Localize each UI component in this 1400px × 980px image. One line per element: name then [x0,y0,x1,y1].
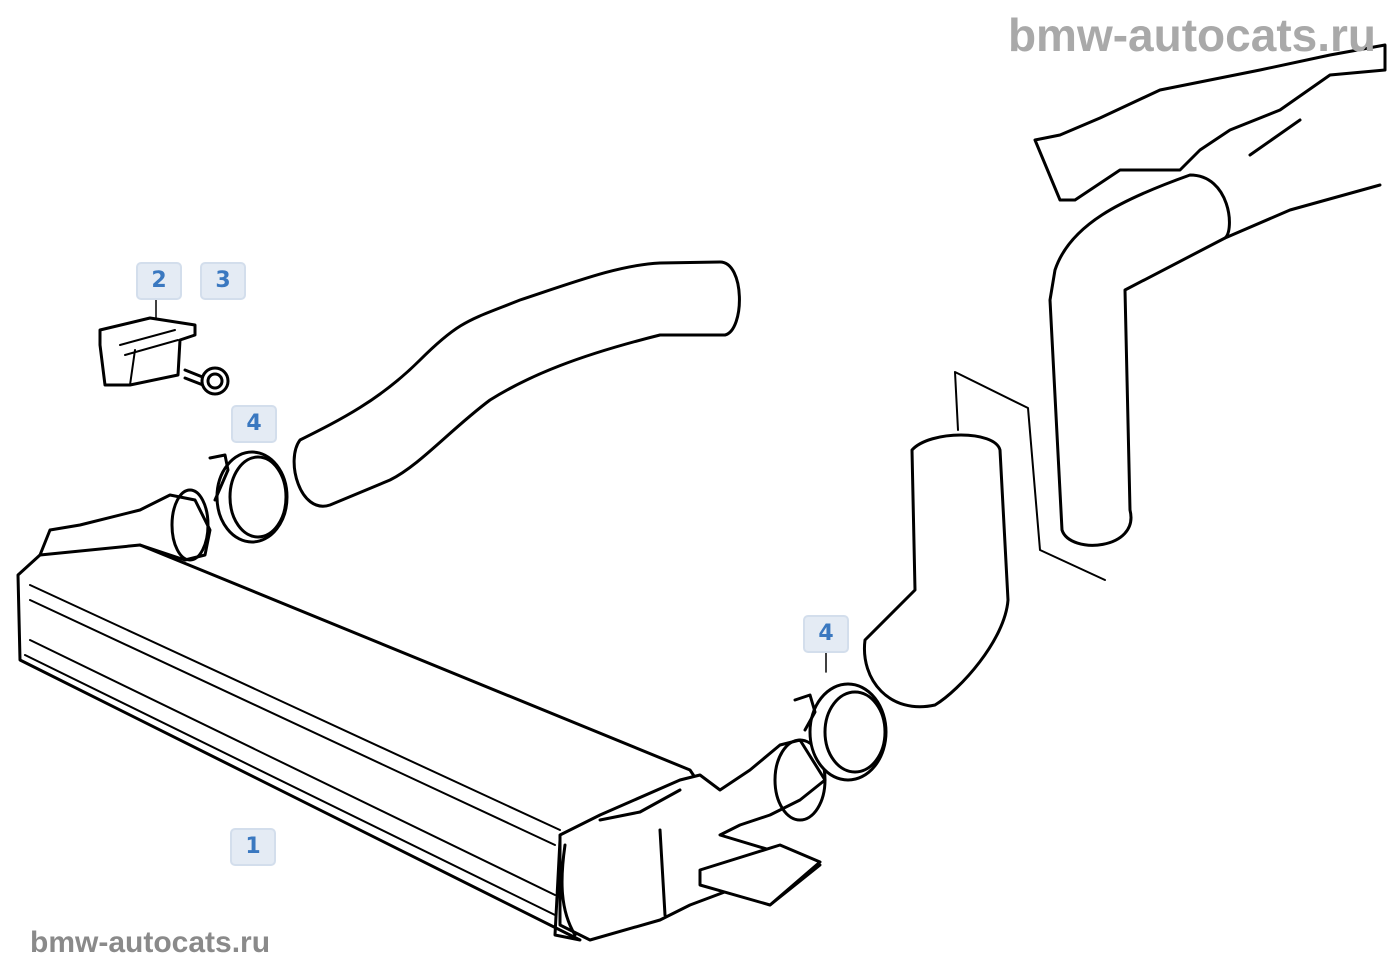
gasket [954,371,1106,581]
bracket [98,297,197,387]
callout-2-bracket[interactable]: 2 [136,262,182,300]
callout-4-clamp-left[interactable]: 4 [231,405,277,443]
hose-clamp-right [793,651,888,782]
bolt [183,366,230,396]
watermark-top: bmw-autocats.ru [1007,9,1376,61]
watermark-bottom: bmw-autocats.ru [30,926,271,959]
callout-3-bolt[interactable]: 3 [200,262,246,300]
callout-4-clamp-right[interactable]: 4 [803,615,849,653]
intercooler [16,488,827,942]
upper-hose [292,260,741,508]
intake-pipe [1033,43,1387,547]
callout-1-intercooler[interactable]: 1 [230,828,276,866]
lower-hose [862,433,1010,709]
hose-clamp-left [208,450,289,544]
